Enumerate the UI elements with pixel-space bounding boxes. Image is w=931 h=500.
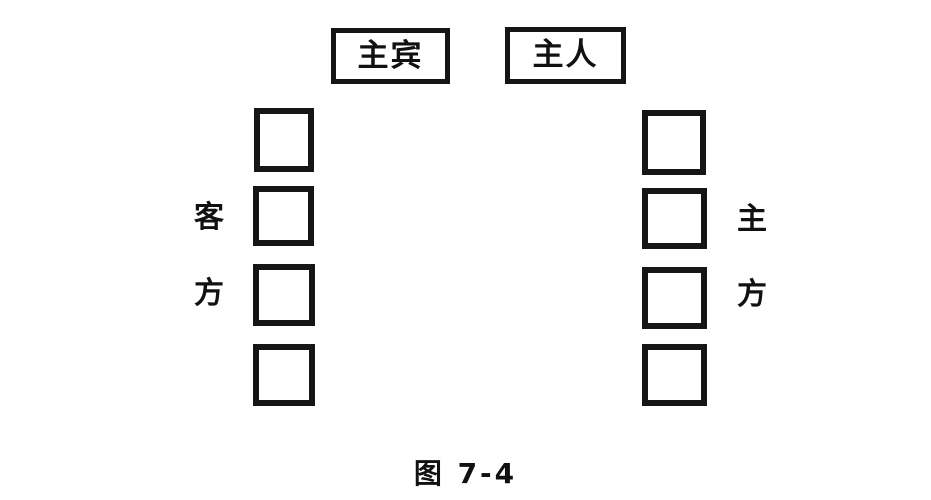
- seat-box-host-4: [642, 344, 707, 406]
- side-label-host-char-2: 方: [737, 277, 767, 312]
- figure-caption: 图 7-4: [413, 457, 518, 490]
- header-box-guest-of-honor: 主宾: [331, 28, 450, 84]
- seat-box-guest-3: [253, 264, 315, 326]
- side-label-host-char-1: 主: [737, 202, 767, 237]
- seat-box-guest-2: [253, 186, 314, 246]
- seat-box-host-1: [642, 110, 706, 175]
- seat-box-host-2: [642, 188, 707, 249]
- header-label-guest-of-honor: 主宾: [357, 37, 424, 74]
- seat-box-guest-4: [253, 344, 315, 406]
- seat-box-guest-1: [254, 108, 314, 172]
- seat-box-host-3: [642, 267, 707, 329]
- header-box-host: 主人: [505, 27, 626, 84]
- side-label-guest-char-1: 客: [194, 200, 224, 235]
- header-label-host: 主人: [532, 37, 599, 73]
- side-label-guest-char-2: 方: [194, 276, 224, 311]
